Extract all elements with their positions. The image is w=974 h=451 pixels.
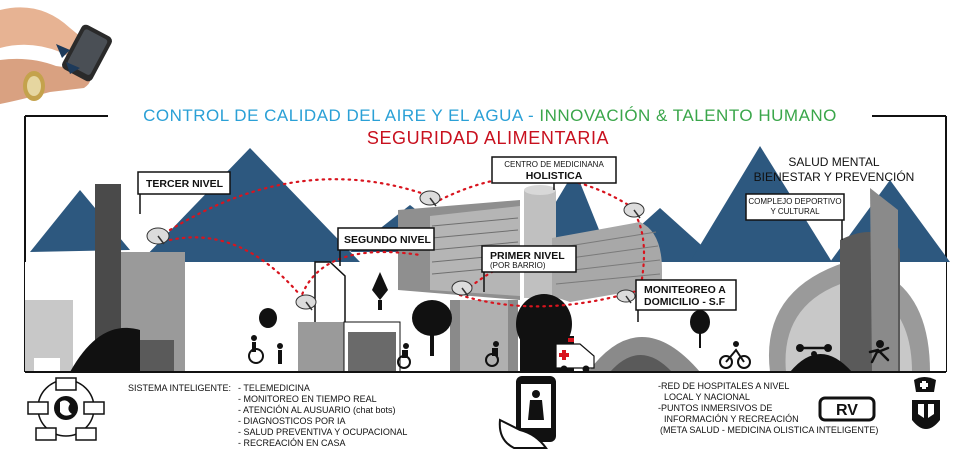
ambulance-icon	[555, 338, 595, 373]
hands-phone-icon	[0, 7, 112, 104]
red-hospitales: -RED DE HOSPITALES A NIVEL LOCAL Y NACIO…	[658, 381, 878, 435]
complejo-line2: Y CULTURAL	[770, 207, 820, 216]
title-separator: -	[523, 106, 540, 125]
satellite-dish-icon	[146, 227, 170, 245]
sistema-item: - MONITOREO EN TIEMPO REAL	[238, 394, 377, 404]
sistema-item: - DIAGNOSTICOS POR IA	[238, 416, 346, 426]
label-primer-nivel: PRIMER NIVEL (POR BARRIO)	[481, 245, 577, 292]
satellite-dish-icon	[295, 294, 317, 311]
monitoreo-line2: DOMICILIO - S.F	[644, 296, 726, 308]
segundo-nivel-label: SEGUNDO NIVEL	[344, 234, 432, 246]
runner-icon	[868, 340, 890, 364]
tercer-nivel-buildings	[25, 184, 185, 372]
red-item: -RED DE HOSPITALES A NIVEL	[658, 381, 789, 391]
red-item: INFORMACIÓN Y RECREACIÓN	[664, 414, 799, 424]
primer-nivel-label: PRIMER NIVEL	[490, 250, 565, 262]
red-item: LOCAL Y NACIONAL	[664, 392, 750, 402]
sistema-heading: SISTEMA INTELIGENTE:	[128, 383, 231, 393]
hospital-complex	[398, 185, 662, 302]
primer-nivel-sub: (POR BARRIO)	[490, 261, 546, 270]
title-part-innovation: INNOVACIÓN & TALENTO HUMANO	[539, 106, 837, 125]
satellite-dish-icon	[616, 289, 636, 304]
monitoreo-line1: MONITEOREO A	[644, 284, 726, 296]
segundo-nivel-buildings	[298, 261, 401, 373]
satellite-dish-icon	[451, 280, 473, 297]
wheelchair-icon	[485, 341, 499, 367]
nurse-shield-icon	[912, 377, 940, 429]
title-part-air: CONTROL DE CALIDAD DEL AIRE Y EL AGUA	[143, 106, 524, 125]
tercer-nivel-label: TERCER NIVEL	[146, 178, 224, 190]
centro-line1: CENTRO DE MEDICINANA	[504, 160, 604, 169]
sistema-inteligente: SISTEMA INTELIGENTE: - TELEMEDICINA - MO…	[128, 383, 407, 448]
complejo-line1: COMPLEJO DEPORTIVO	[748, 197, 841, 206]
main-title: CONTROL DE CALIDAD DEL AIRE Y EL AGUA - …	[143, 106, 837, 125]
label-segundo-nivel: SEGUNDO NIVEL	[337, 227, 435, 266]
rv-badge-icon: RV	[818, 396, 876, 422]
primer-nivel-building	[450, 300, 518, 372]
centro-line2: HOLISTICA	[526, 170, 583, 182]
label-salud-mental: SALUD MENTAL BIENESTAR Y PREVENCIÓN	[754, 155, 915, 184]
weightlifter-icon	[796, 344, 832, 368]
subtitle: SEGURIDAD ALIMENTARIA	[367, 128, 609, 148]
sistema-item: - SALUD PREVENTIVA Y OCUPACIONAL	[238, 427, 407, 437]
salud-line1: SALUD MENTAL	[788, 155, 879, 169]
label-monitoreo: MONITEOREO A DOMICILIO - S.F	[635, 279, 737, 322]
network-globe-icon	[27, 377, 105, 441]
complejo-deportivo	[768, 188, 930, 372]
sistema-item: - RECREACIÓN EN CASA	[238, 438, 346, 448]
satellite-dish-icon	[623, 202, 645, 219]
red-item: -PUNTOS INMERSIVOS DE	[658, 403, 772, 413]
wheelchair-icon	[397, 343, 411, 369]
salud-line2: BIENESTAR Y PREVENCIÓN	[754, 169, 915, 184]
red-item: (META SALUD - MEDICINA OLISTICA INTELIGE…	[660, 425, 878, 435]
rv-badge-text: RV	[836, 402, 858, 419]
label-tercer-nivel: TERCER NIVEL	[137, 171, 231, 214]
sistema-item: - ATENCIÓN AL AUSUARIO (chat bots)	[238, 405, 396, 415]
satellite-dish-icon	[419, 190, 441, 207]
sistema-item: - TELEMEDICINA	[238, 383, 310, 393]
label-complejo: COMPLEJO DEPORTIVO Y CULTURAL	[745, 193, 845, 240]
home-dome	[588, 337, 700, 372]
cyclist-icon	[719, 341, 751, 369]
label-centro-holistica: CENTRO DE MEDICINANA HOLISTICA	[491, 156, 617, 190]
wheelchair-icon	[248, 335, 283, 364]
hand-phone-icon	[498, 376, 556, 449]
